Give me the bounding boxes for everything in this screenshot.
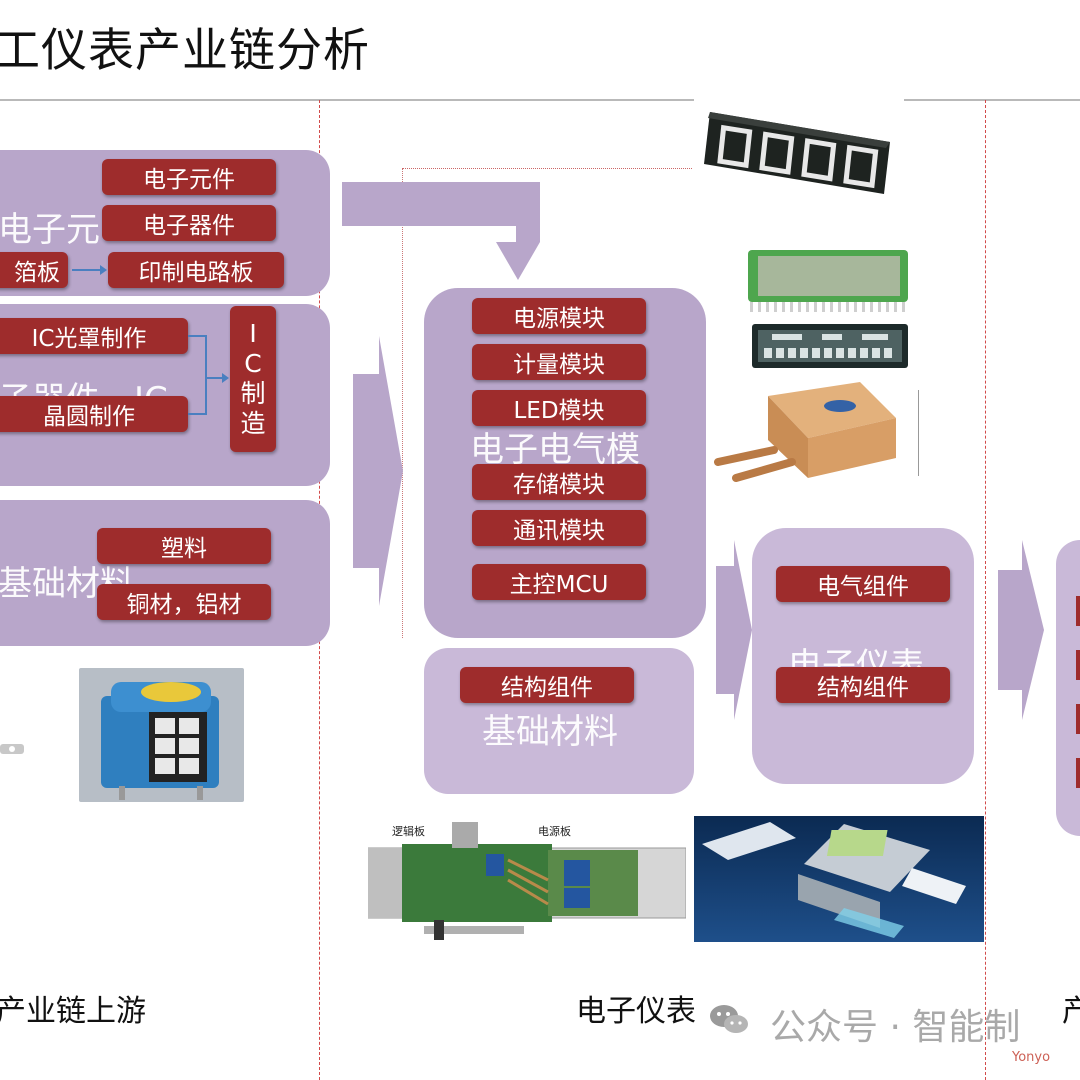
tag-metering-module: 计量模块 bbox=[472, 344, 646, 380]
arrow-right-icon bbox=[72, 265, 107, 275]
upstream-panel-materials bbox=[0, 500, 330, 646]
led-display-image bbox=[704, 112, 890, 194]
downstream-tag-edge bbox=[1076, 758, 1080, 788]
metal-part-image bbox=[0, 744, 24, 754]
upstream-label: 产业链上游 bbox=[0, 994, 146, 1029]
right-arrow-icon bbox=[353, 336, 403, 606]
tag-comm-module: 通讯模块 bbox=[472, 510, 646, 546]
downstream-tag-edge bbox=[1076, 704, 1080, 734]
midstream-label: 电子仪表 bbox=[576, 994, 696, 1029]
divider-mid-dotted bbox=[402, 168, 403, 638]
watermark-text: 公众号 · 智能制 bbox=[770, 1007, 1021, 1048]
wechat-icon bbox=[710, 1005, 748, 1033]
tag-copper-aluminum: 铜材，铝材 bbox=[97, 584, 271, 620]
tag-copper-clad-board: 箔板 bbox=[0, 252, 68, 288]
tag-structure-component: 结构组件 bbox=[776, 667, 950, 703]
downstream-label-edge: 产 bbox=[1062, 994, 1080, 1029]
bracket-arrow-icon bbox=[188, 335, 229, 415]
tag-ic-manufacturing: I C 制 造 bbox=[230, 306, 276, 452]
tag-power-module: 电源模块 bbox=[472, 298, 646, 334]
page-title: 工仪表产业链分析 bbox=[0, 23, 370, 77]
panel-big-label: 基础材料 bbox=[482, 712, 618, 752]
divider-downstream bbox=[985, 100, 986, 1080]
title-rule-left bbox=[0, 99, 694, 101]
right-arrow-icon bbox=[998, 540, 1044, 720]
circuit-board-image bbox=[368, 822, 686, 940]
tag-structure-component: 结构组件 bbox=[460, 667, 634, 703]
right-arrow-icon bbox=[716, 540, 752, 720]
vtag-char: 造 bbox=[240, 409, 266, 438]
title-rule-right bbox=[904, 99, 1080, 101]
panel-big-label: 电子电气模 bbox=[470, 430, 640, 470]
panel-big-label: 电子元 bbox=[0, 210, 100, 250]
segment-lcd-image bbox=[752, 324, 908, 368]
downstream-tag-edge bbox=[1076, 650, 1080, 680]
thin-line bbox=[918, 390, 919, 476]
tag-plastic: 塑料 bbox=[97, 528, 271, 564]
tag-electronic-elements: 电子元件 bbox=[102, 159, 276, 195]
corner-watermark: Yonyo bbox=[1012, 1050, 1051, 1065]
tag-main-mcu: 主控MCU bbox=[472, 564, 646, 600]
downstream-tag-edge bbox=[1076, 596, 1080, 626]
tag-storage-module: 存储模块 bbox=[472, 464, 646, 500]
tag-electronic-devices: 电子器件 bbox=[102, 205, 276, 241]
relay-image bbox=[714, 382, 896, 482]
lcd-panel-image bbox=[748, 250, 908, 312]
vtag-char: I bbox=[249, 319, 257, 348]
tag-electrical-component: 电气组件 bbox=[776, 566, 950, 602]
mid-dotted-top bbox=[402, 168, 692, 169]
elbow-arrow-icon bbox=[342, 182, 540, 280]
tag-pcb: 印制电路板 bbox=[108, 252, 284, 288]
tag-ic-mask: IC光罩制作 bbox=[0, 318, 188, 354]
meter-exploded-image bbox=[694, 816, 984, 942]
tag-wafer: 晶圆制作 bbox=[0, 396, 188, 432]
vtag-char: C bbox=[244, 349, 262, 378]
vtag-char: 制 bbox=[240, 379, 266, 408]
transformer-image bbox=[79, 668, 244, 802]
downstream-panel bbox=[1056, 540, 1080, 836]
tag-led-module: LED模块 bbox=[472, 390, 646, 426]
board-label-logic: 逻辑板 bbox=[392, 825, 425, 838]
board-label-power: 电源板 bbox=[538, 825, 571, 838]
